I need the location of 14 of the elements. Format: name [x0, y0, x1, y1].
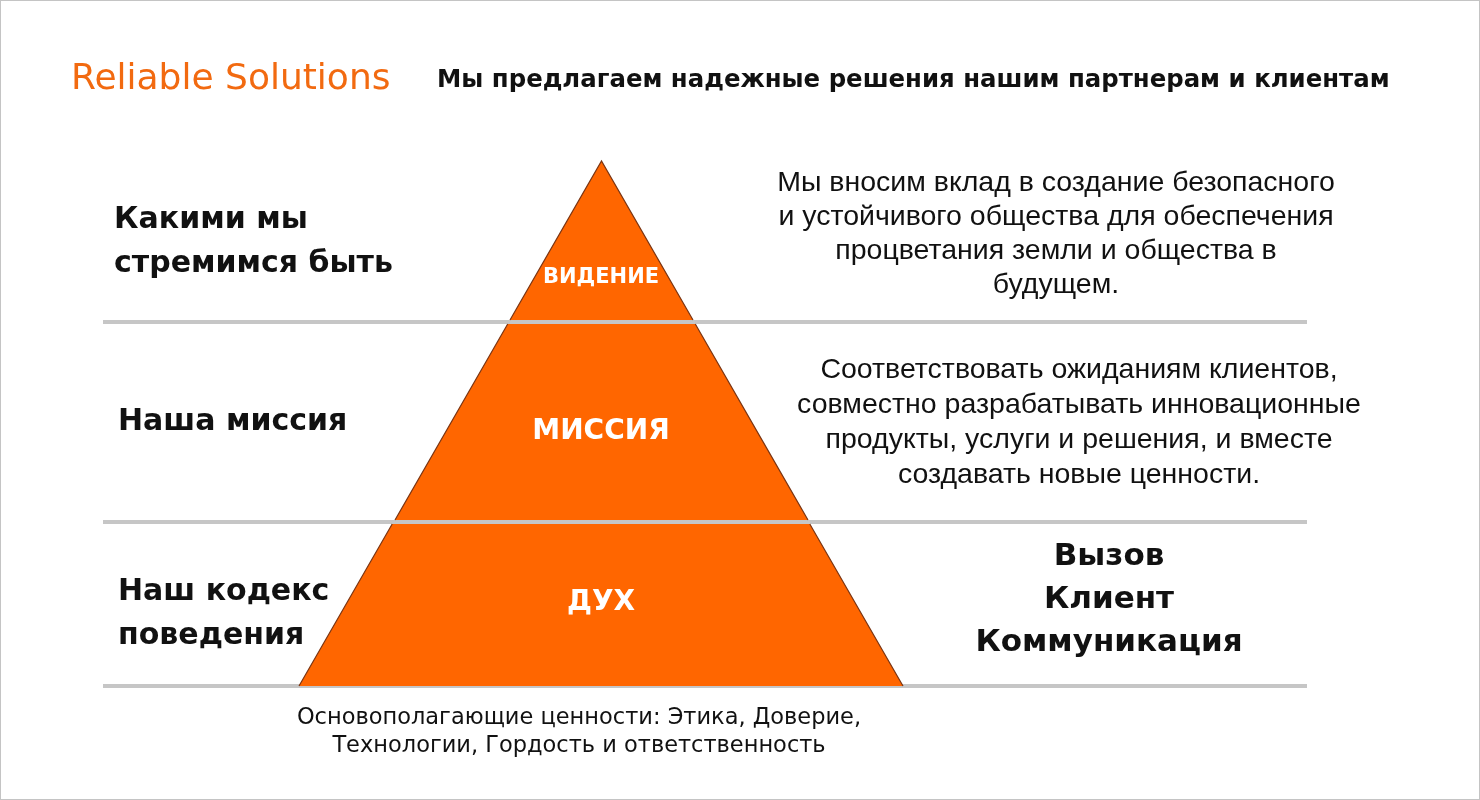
- row-heading: Какими мы стремимся быть: [114, 199, 394, 281]
- tier-label: ДУХ: [566, 585, 636, 618]
- footnote-text: Основополагающие ценности: Этика, Доверие, Технологии, Гордость и ответственность: [295, 702, 863, 758]
- row-heading: Наша миссия: [118, 401, 349, 439]
- tier-label: ВИДЕНИЕ: [542, 264, 660, 289]
- value-word: Коммуникация: [975, 621, 1243, 660]
- description-text: Мы вносим вклад в создание безопасного и устойчивого общества для обеспечения процветания земли и общества в будущем.: [776, 164, 1336, 300]
- subtitle: Мы предлагаем надежные решения нашим партнерам и клиентам: [437, 64, 1390, 94]
- title: Reliable Solutions: [71, 55, 391, 99]
- tier-label: МИССИЯ: [532, 414, 670, 447]
- value-word: Вызов: [1053, 535, 1165, 574]
- row-heading: Наш кодекс поведения: [118, 571, 331, 653]
- value-word: Клиент: [1043, 578, 1175, 617]
- description-text: Соответствовать ожиданиям клиентов, совместно разрабатывать инновационные продукты, услуги и решения, и вместе создавать новые ценности.: [796, 351, 1362, 491]
